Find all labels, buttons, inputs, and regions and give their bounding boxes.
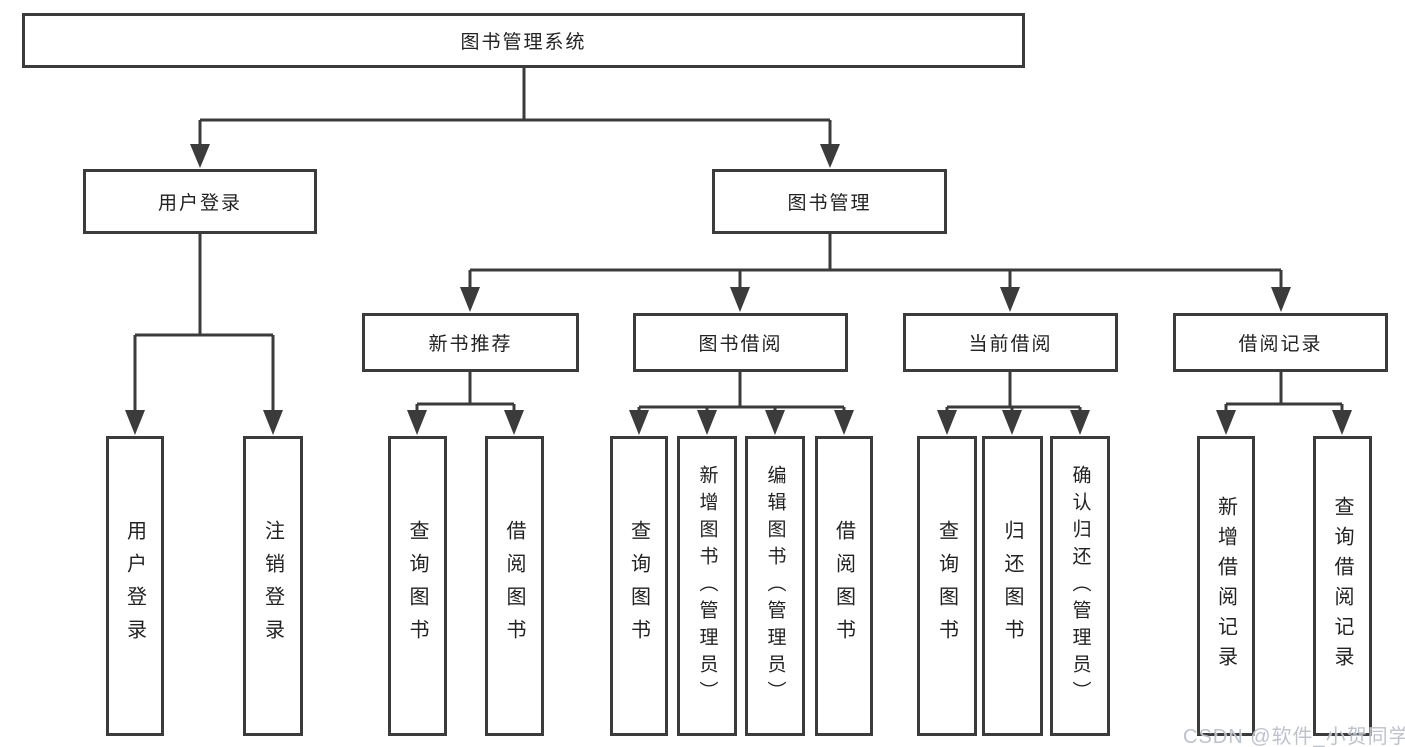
node-book-borrow: 图书借阅 [633,313,848,372]
leaf-query-borrow-record: 查询借阅记录 [1313,436,1372,736]
leaf-edit-book-admin: 编辑图书（管理员） [745,436,805,736]
connector-shafts [133,68,1344,414]
node-label: 图书借阅 [698,334,783,355]
leaf-borrow-books: 借阅图书 [815,436,873,736]
node-label: 新增借阅记录 [1214,496,1237,676]
node-label: 确认归还（管理员） [1069,464,1091,708]
leaf-borrow-books-recommend: 借阅图书 [485,436,544,736]
node-book-management: 图书管理 [712,169,947,234]
node-new-book-recommend: 新书推荐 [362,313,579,372]
node-label: 查询借阅记录 [1331,496,1353,676]
node-label: 用户登录 [123,520,146,652]
node-root: 图书管理系统 [22,13,1025,68]
node-borrow-records: 借阅记录 [1173,313,1388,372]
node-label: 当前借阅 [968,334,1053,355]
node-label: 编辑图书（管理员） [764,464,786,708]
node-label: 查询图书 [627,520,650,652]
leaf-add-borrow-record: 新增借阅记录 [1197,436,1255,736]
node-current-borrow: 当前借阅 [903,313,1118,372]
watermark: CSDN @软件_小贺同学 [1183,726,1405,747]
node-label: 借阅图书 [832,520,855,652]
leaf-add-book-admin: 新增图书（管理员） [677,436,737,736]
node-label: 用户登录 [157,193,242,214]
node-label: 新书推荐 [428,334,513,355]
node-label: 图书管理系统 [460,32,587,53]
node-label: 注销登录 [261,520,284,652]
node-label: 借阅记录 [1238,334,1323,355]
leaf-user-login: 用户登录 [106,436,164,736]
leaf-return-book: 归还图书 [982,436,1043,736]
leaf-logout: 注销登录 [243,436,303,736]
leaf-confirm-return-admin: 确认归还（管理员） [1050,436,1110,736]
connector-arrowheads [125,144,1352,435]
node-label: 新增图书（管理员） [696,464,718,708]
leaf-query-books-current: 查询图书 [917,436,977,736]
node-label: 归还图书 [1001,520,1023,652]
node-label: 借阅图书 [503,520,525,652]
node-user-login: 用户登录 [83,169,317,234]
node-label: 图书管理 [787,193,872,214]
node-label: 查询图书 [935,520,958,652]
leaf-query-books-borrow: 查询图书 [610,436,668,736]
node-label: 查询图书 [406,520,428,652]
leaf-query-books-recommend: 查询图书 [388,436,447,736]
